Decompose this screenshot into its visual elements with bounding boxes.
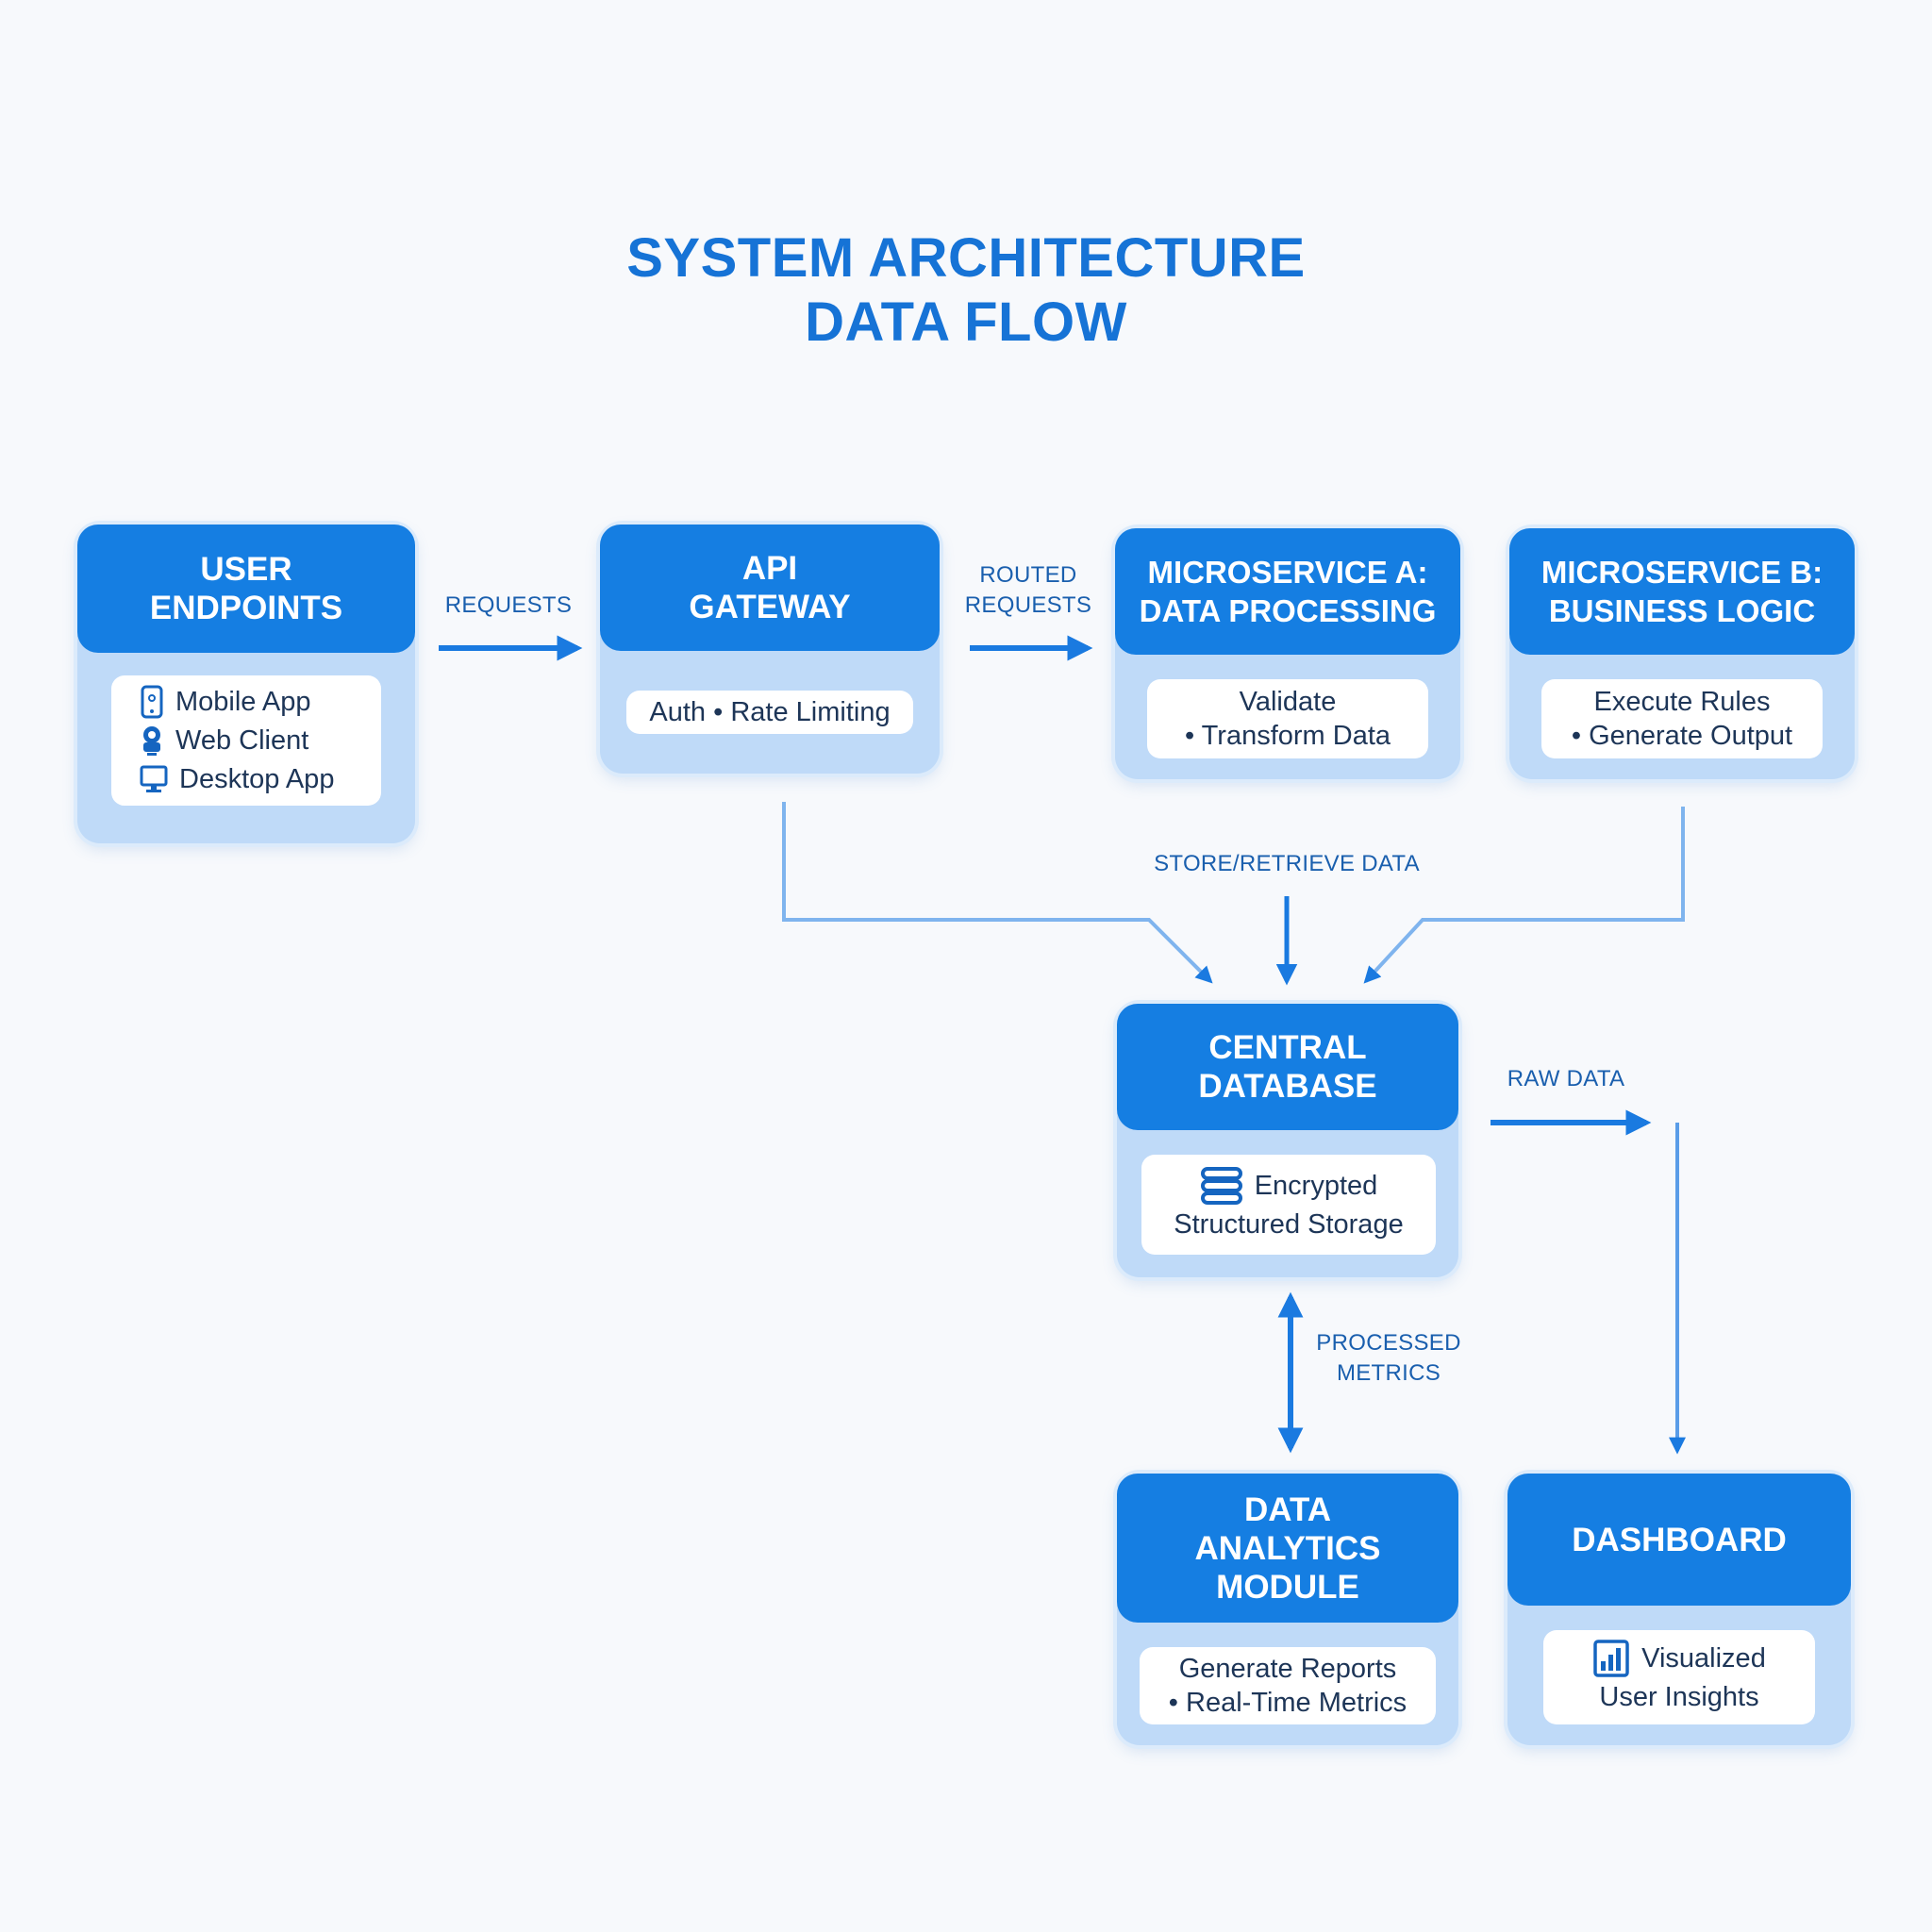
central-database-title-2: DATABASE (1198, 1068, 1377, 1105)
endpoint-label: Desktop App (179, 763, 335, 794)
dashboard-body-1: Visualized (1641, 1643, 1766, 1674)
node-api-gateway-header: API GATEWAY (600, 525, 940, 651)
label-requests: REQUESTS (439, 591, 578, 621)
user-endpoints-title-2: ENDPOINTS (149, 590, 343, 626)
arrow-business-to-database (1363, 807, 1685, 984)
node-central-database-header: CENTRAL DATABASE (1117, 1004, 1458, 1130)
endpoint-label: Mobile App (175, 686, 311, 717)
node-microservice-b-header: MICROSERVICE B: BUSINESS LOGIC (1509, 528, 1855, 655)
node-microservice-b-body: Execute Rules • Generate Output (1541, 679, 1823, 758)
microservice-a-title-1: MICROSERVICE A: (1147, 555, 1428, 590)
dashboard-title: DASHBOARD (1572, 1521, 1787, 1558)
label-processed-line-1: PROCESSED (1316, 1330, 1461, 1356)
microservice-b-title-1: MICROSERVICE B: (1541, 555, 1824, 590)
mobile-icon (140, 685, 164, 719)
label-routed-requests: ROUTED REQUESTS (953, 560, 1104, 621)
microservice-a-body-1: Validate (1239, 687, 1337, 717)
user-endpoints-title-1: USER (200, 551, 292, 588)
node-microservice-a: MICROSERVICE A: DATA PROCESSING Validate… (1115, 528, 1460, 779)
diagram-title: SYSTEM ARCHITECTURE DATA FLOW (0, 226, 1932, 355)
label-routed-line-2: REQUESTS (964, 592, 1092, 618)
list-item: Desktop App (140, 760, 334, 799)
central-database-body-1: Encrypted (1254, 1171, 1378, 1201)
database-body-row: Encrypted (1200, 1166, 1378, 1206)
analytics-body-1: Generate Reports (1178, 1654, 1397, 1684)
analytics-title-2: ANALYTICS (1194, 1529, 1381, 1567)
chart-icon (1592, 1639, 1630, 1678)
label-raw-data: RAW DATA (1491, 1064, 1641, 1094)
api-gateway-title-1: API (741, 550, 798, 587)
node-dashboard-body: Visualized User Insights (1543, 1630, 1815, 1724)
label-processed-metrics: PROCESSED METRICS (1304, 1328, 1474, 1389)
label-requests-text: REQUESTS (444, 592, 573, 618)
node-dashboard-header: DASHBOARD (1507, 1474, 1851, 1606)
microservice-b-body-1: Execute Rules (1593, 687, 1771, 717)
api-gateway-features: Auth • Rate Limiting (649, 696, 891, 727)
node-user-endpoints-header: USER ENDPOINTS (77, 525, 415, 653)
microservice-a-body-2: • Transform Data (1184, 721, 1391, 751)
node-api-gateway: API GATEWAY Auth • Rate Limiting (600, 525, 940, 774)
node-data-analytics-header: DATA ANALYTICS MODULE (1117, 1474, 1458, 1623)
microservice-b-body-2: • Generate Output (1571, 721, 1793, 751)
label-routed-line-1: ROUTED (979, 562, 1077, 588)
label-store-retrieve-text: STORE/RETRIEVE DATA (1154, 851, 1420, 876)
central-database-title-1: CENTRAL (1208, 1029, 1367, 1066)
central-database-body-2: Structured Storage (1174, 1209, 1404, 1240)
microservice-b-title-2: BUSINESS LOGIC (1548, 593, 1816, 628)
analytics-body-2: • Real-Time Metrics (1168, 1688, 1407, 1718)
label-raw-data-text: RAW DATA (1507, 1066, 1625, 1091)
title-line-2: DATA FLOW (805, 291, 1127, 353)
node-microservice-b: MICROSERVICE B: BUSINESS LOGIC Execute R… (1509, 528, 1855, 779)
node-data-analytics: DATA ANALYTICS MODULE Generate Reports •… (1117, 1474, 1458, 1745)
node-microservice-a-body: Validate • Transform Data (1147, 679, 1428, 758)
database-icon (1200, 1166, 1243, 1206)
analytics-title-3: MODULE (1216, 1568, 1359, 1606)
microservice-a-title-2: DATA PROCESSING (1139, 593, 1437, 628)
node-user-endpoints: USER ENDPOINTS Mobile App Web Client Des… (77, 525, 415, 843)
node-data-analytics-body: Generate Reports • Real-Time Metrics (1140, 1647, 1436, 1724)
node-dashboard: DASHBOARD Visualized User Insights (1507, 1474, 1851, 1745)
node-microservice-a-header: MICROSERVICE A: DATA PROCESSING (1115, 528, 1460, 655)
node-api-gateway-body: Auth • Rate Limiting (626, 691, 913, 734)
analytics-title-1: DATA (1243, 1491, 1331, 1528)
desktop-icon (140, 764, 168, 794)
list-item: Mobile App (140, 683, 311, 722)
list-item: Web Client (140, 722, 308, 760)
node-user-endpoints-body: Mobile App Web Client Desktop App (111, 675, 381, 806)
dashboard-body-row: Visualized (1592, 1639, 1766, 1678)
endpoint-label: Web Client (175, 724, 309, 756)
node-central-database: CENTRAL DATABASE Encrypted Structured St… (1117, 1004, 1458, 1277)
dashboard-body-2: User Insights (1599, 1682, 1759, 1712)
label-store-retrieve: STORE/RETRIEVE DATA (1136, 849, 1438, 879)
web-client-icon (140, 724, 164, 758)
node-central-database-body: Encrypted Structured Storage (1141, 1155, 1436, 1255)
arrow-gateway-to-database (782, 802, 1213, 984)
api-gateway-title-2: GATEWAY (689, 589, 851, 625)
title-line-1: SYSTEM ARCHITECTURE (626, 227, 1306, 289)
label-processed-line-2: METRICS (1336, 1360, 1441, 1386)
